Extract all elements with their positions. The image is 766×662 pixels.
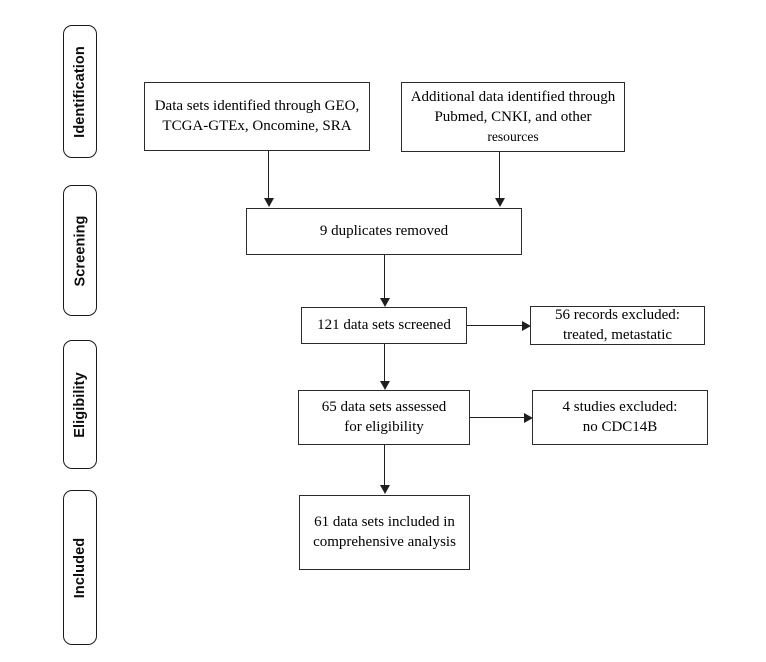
box-included-final: 61 data sets included in comprehensive a… (299, 495, 470, 570)
arrowhead-duplicates-to-screened (379, 298, 390, 307)
stage-identification: Identification (63, 25, 97, 158)
connector-assessed-to-excluded (470, 417, 527, 419)
connector-assessed-to-included (384, 445, 386, 486)
box-sources-primary-text: Data sets identified through GEO, TCGA-G… (154, 97, 360, 134)
stage-screening: Screening (63, 185, 97, 316)
stage-included: Included (63, 490, 97, 645)
arrowhead-primary-to-duplicates (263, 198, 274, 207)
stage-eligibility: Eligibility (63, 340, 97, 469)
box-sources-additional-text: Additional data identified through Pubme… (410, 89, 616, 144)
box-duplicates-removed: 9 duplicates removed (246, 208, 522, 255)
stage-identification-label: Identification (72, 45, 88, 138)
box-excluded-eligibility: 4 studies excluded: no CDC14B (532, 390, 708, 445)
arrowhead-assessed-to-excluded (524, 412, 533, 423)
box-excluded-screening: 56 records excluded: treated, metastatic (530, 306, 705, 345)
arrowhead-additional-to-duplicates (494, 198, 505, 207)
connector-screened-to-excluded (467, 325, 525, 327)
stage-screening-label: Screening (72, 214, 89, 287)
connector-additional-to-duplicates (499, 152, 501, 199)
box-excluded-screening-text: 56 records excluded: treated, metastatic (555, 306, 680, 343)
box-sources-primary: Data sets identified through GEO, TCGA-G… (144, 82, 370, 151)
connector-primary-to-duplicates (268, 151, 270, 199)
box-screened-text: 121 data sets screened (317, 316, 451, 333)
box-assessed-eligibility-text: 65 data sets assessed for eligibility (321, 398, 447, 435)
box-duplicates-removed-text: 9 duplicates removed (319, 222, 449, 239)
arrowhead-screened-to-excluded (522, 320, 531, 331)
box-screened: 121 data sets screened (301, 307, 467, 344)
connector-duplicates-to-screened (384, 255, 386, 299)
box-sources-additional: Additional data identified through Pubme… (401, 82, 625, 152)
box-excluded-eligibility-text: 4 studies excluded: no CDC14B (562, 398, 678, 435)
arrowhead-assessed-to-included (379, 485, 390, 494)
box-assessed-eligibility: 65 data sets assessed for eligibility (298, 390, 470, 445)
arrowhead-screened-to-assessed (379, 381, 390, 390)
stage-eligibility-label: Eligibility (72, 371, 88, 438)
stage-included-label: Included (72, 537, 89, 598)
connector-screened-to-assessed (384, 344, 386, 382)
box-included-final-text: 61 data sets included in comprehensive a… (313, 513, 456, 550)
